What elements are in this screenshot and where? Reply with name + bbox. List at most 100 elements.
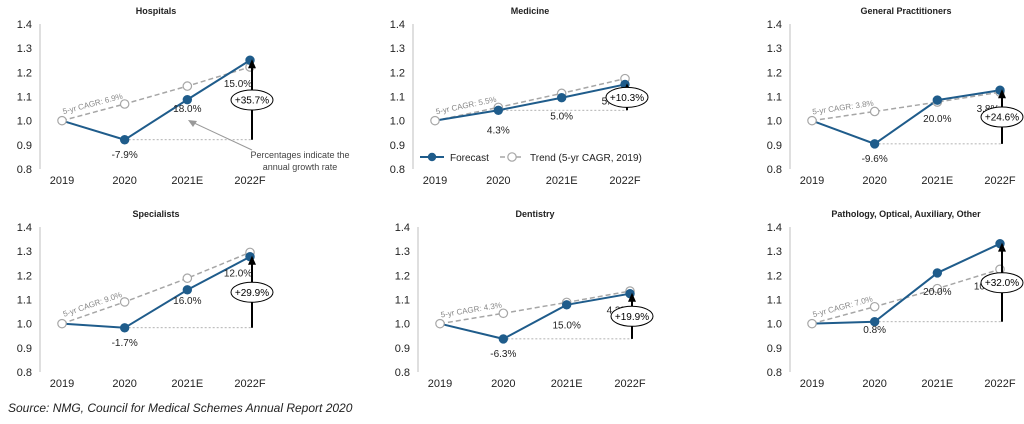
y-tick-label: 1.4	[17, 222, 32, 234]
y-tick-label: 1.3	[767, 43, 782, 55]
chart-title: Pathology, Optical, Auxiliary, Other	[831, 209, 981, 219]
total-change-arrow-head	[998, 242, 1006, 252]
x-tick-label: 2021E	[551, 378, 583, 390]
y-tick-label: 1.2	[17, 67, 32, 79]
cagr-label: 5-yr CAGR: 9.0%	[62, 290, 123, 319]
chart-title: Dentistry	[515, 209, 554, 219]
forecast-point	[556, 93, 567, 103]
y-tick-label: 0.9	[767, 140, 782, 152]
trend-point	[869, 106, 880, 117]
total-change-label: +24.6%	[985, 113, 1019, 124]
total-change-label: +19.9%	[615, 312, 649, 323]
x-tick-label: 2019	[423, 175, 447, 187]
growth-label: -6.3%	[490, 349, 516, 360]
x-tick-label: 2021E	[546, 175, 578, 187]
forecast-series-line	[439, 292, 631, 340]
growth-label: 0.8%	[863, 325, 886, 336]
y-tick-label: 1.1	[395, 295, 410, 307]
y-tick-label: 0.9	[395, 343, 410, 355]
callout-pointer-line	[191, 121, 253, 151]
y-tick-label: 1.0	[17, 116, 32, 128]
y-tick-label: 1.4	[767, 222, 782, 234]
x-tick-label: 2021E	[921, 378, 953, 390]
total-change-label: +29.9%	[235, 288, 269, 299]
y-tick-label: 1.3	[17, 43, 32, 55]
growth-label: -1.7%	[112, 338, 138, 349]
y-tick-label: 1.0	[395, 319, 410, 331]
source-note: Source: NMG, Council for Medical Schemes…	[8, 401, 353, 415]
cagr-label: 5-yr CAGR: 7.0%	[812, 294, 874, 319]
total-change-badge	[980, 272, 1024, 294]
x-tick-label: 2020	[862, 175, 886, 187]
total-change-arrow-head	[998, 89, 1006, 99]
y-tick-label: 1.0	[767, 319, 782, 331]
x-tick-label: 2022F	[984, 378, 1015, 390]
growth-label: 18.0%	[173, 104, 201, 115]
y-tick-label: 0.9	[17, 343, 32, 355]
forecast-point	[869, 317, 880, 327]
x-tick-label: 2020	[862, 378, 886, 390]
y-tick-label: 1.3	[17, 246, 32, 258]
y-tick-label: 1.3	[767, 246, 782, 258]
total-change-label: +35.7%	[235, 96, 269, 107]
trend-point	[430, 115, 440, 126]
trend-point	[57, 115, 67, 126]
callout-pointer-head	[188, 120, 197, 127]
growth-label: 16.0%	[173, 296, 201, 307]
growth-label: 20.0%	[923, 287, 951, 298]
trend-series-line	[434, 77, 626, 122]
trend-series-line	[61, 251, 251, 325]
callout-note-line2: annual growth rate	[263, 162, 338, 172]
total-change-badge	[605, 86, 649, 108]
x-tick-label: 2019	[800, 175, 824, 187]
y-tick-label: 1.4	[767, 19, 782, 31]
total-change-label: +32.0%	[985, 278, 1019, 289]
y-tick-label: 0.8	[395, 367, 410, 379]
x-tick-label: 2019	[50, 175, 74, 187]
forecast-point	[182, 285, 193, 295]
trend-point	[807, 318, 817, 329]
chart-title: Hospitals	[136, 6, 177, 16]
y-tick-label: 1.3	[390, 43, 405, 55]
x-tick-label: 2020	[112, 175, 136, 187]
y-tick-label: 1.1	[17, 295, 32, 307]
trend-point	[869, 301, 880, 312]
growth-label: -9.6%	[862, 154, 888, 165]
growth-label: 12.0%	[224, 269, 252, 280]
forecast-point	[932, 268, 943, 278]
y-tick-label: 1.1	[767, 295, 782, 307]
forecast-point	[493, 105, 504, 115]
chart-title: Medicine	[511, 6, 550, 16]
growth-label: 15.0%	[552, 320, 580, 331]
y-tick-label: 1.4	[17, 19, 32, 31]
x-tick-label: 2020	[486, 175, 510, 187]
legend-trend-marker	[507, 152, 517, 162]
x-tick-label: 2019	[800, 378, 824, 390]
y-tick-label: 0.9	[17, 140, 32, 152]
legend-forecast-label: Forecast	[450, 153, 489, 164]
forecast-point	[119, 323, 130, 333]
chart-title: General Practitioners	[860, 6, 951, 16]
y-tick-label: 0.8	[767, 367, 782, 379]
x-tick-label: 2020	[112, 378, 136, 390]
total-change-arrow-head	[628, 292, 636, 302]
y-tick-label: 0.8	[390, 164, 405, 176]
legend-forecast-marker	[427, 152, 437, 162]
x-tick-label: 2019	[428, 378, 452, 390]
x-tick-label: 2021E	[171, 175, 203, 187]
y-tick-label: 1.2	[395, 270, 410, 282]
growth-label: 4.3%	[487, 125, 510, 136]
y-tick-label: 0.9	[767, 343, 782, 355]
trend-point	[57, 318, 67, 329]
cagr-label: 5-yr CAGR: 5.5%	[435, 95, 497, 117]
trend-point	[498, 308, 509, 319]
x-tick-label: 2019	[50, 378, 74, 390]
forecast-point	[869, 139, 880, 149]
y-tick-label: 1.1	[17, 92, 32, 104]
x-tick-label: 2021E	[921, 175, 953, 187]
trend-point	[807, 115, 817, 126]
trend-series-line	[61, 66, 251, 122]
y-tick-label: 1.4	[390, 19, 405, 31]
total-change-badge	[980, 106, 1024, 128]
